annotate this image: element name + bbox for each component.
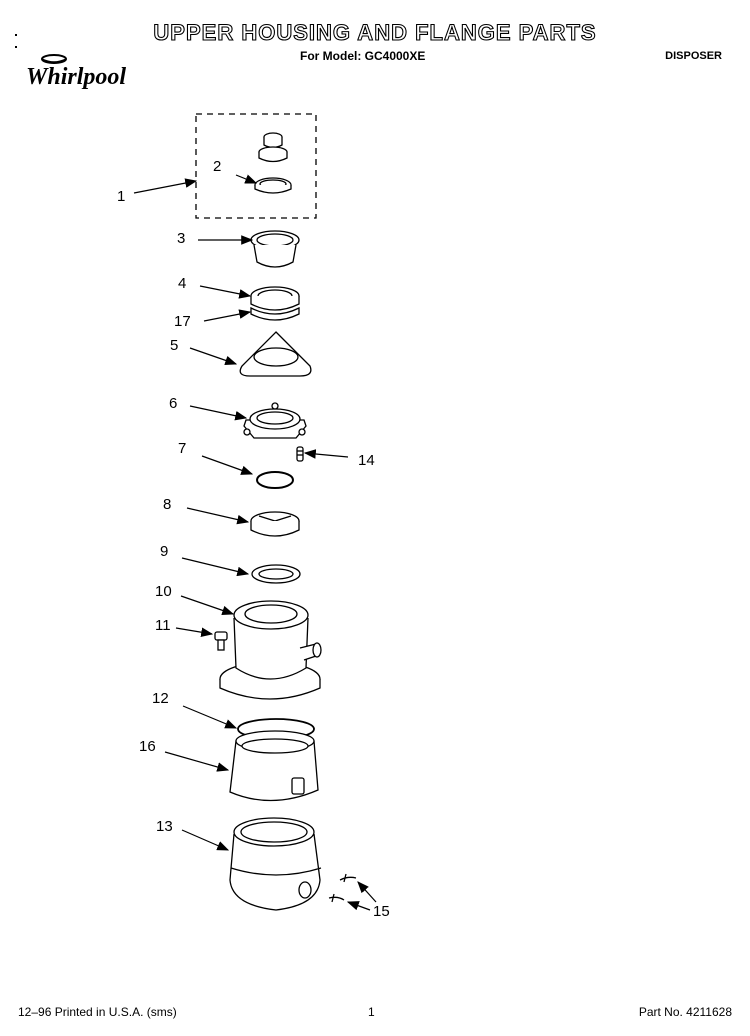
part-9-ring <box>251 564 301 584</box>
callout-4: 4 <box>178 275 187 292</box>
part-14-screw <box>296 446 304 462</box>
category-label: DISPOSER <box>665 50 722 62</box>
logo-wordmark: Whirlpool <box>26 64 126 90</box>
leader-16 <box>164 751 230 772</box>
callout-6: 6 <box>169 395 178 412</box>
leader-4 <box>199 285 252 299</box>
part-6-mounting-ring <box>243 402 307 439</box>
part-3-flange <box>250 230 300 268</box>
callout-16: 16 <box>139 738 156 755</box>
leader-1 <box>133 178 198 194</box>
callout-11: 11 <box>155 617 171 634</box>
part-15-clips <box>328 873 357 903</box>
leader-11 <box>175 627 214 637</box>
leader-13 <box>181 829 230 851</box>
leader-12 <box>182 705 238 729</box>
part-5-mounting-plate <box>239 331 312 377</box>
binding-ticks <box>15 34 17 48</box>
callout-13: 13 <box>156 818 173 835</box>
callout-17: 17 <box>174 313 191 330</box>
leader-5 <box>189 347 238 365</box>
leader-7 <box>201 455 254 475</box>
part-10-upper-housing <box>219 600 322 700</box>
whirlpool-logo-icon: Whirlpool <box>26 54 126 90</box>
footer-print-info: 12–96 Printed in U.S.A. (sms) <box>18 1005 177 1019</box>
model-line: For Model: GC4000XE <box>300 49 426 63</box>
leader-9 <box>181 557 250 577</box>
callout-7: 7 <box>178 440 187 457</box>
callout-1: 1 <box>117 188 126 205</box>
callout-12: 12 <box>152 690 169 707</box>
callout-14: 14 <box>358 452 375 469</box>
leader-2 <box>235 174 258 184</box>
leader-6 <box>189 405 248 421</box>
part-16-skirt <box>229 730 319 802</box>
leader-10 <box>180 595 235 616</box>
callout-8: 8 <box>163 496 172 513</box>
callout-3: 3 <box>177 230 186 247</box>
stopper-part <box>258 132 288 163</box>
part-4-ring <box>250 286 300 311</box>
leader-8 <box>186 507 250 525</box>
callout-9: 9 <box>160 543 169 560</box>
part-7-snap-ring <box>256 471 294 489</box>
part-17-gasket <box>250 306 300 321</box>
footer-page-number: 1 <box>368 1005 375 1019</box>
leader-15a <box>357 881 377 903</box>
leader-17 <box>203 309 252 322</box>
page-title: UPPER HOUSING AND FLANGE PARTS <box>153 19 597 45</box>
assembly-1-outline <box>195 113 317 219</box>
part-8-baffle <box>250 511 300 537</box>
callout-2: 2 <box>213 158 222 175</box>
callout-15: 15 <box>373 903 390 920</box>
whirlpool-logo: Whirlpool <box>24 52 164 92</box>
callout-10: 10 <box>155 583 172 600</box>
footer-part-number: Part No. 4211628 <box>638 1005 732 1019</box>
part-2-gasket <box>254 177 292 194</box>
leader-14 <box>303 449 349 459</box>
part-11-bolt <box>214 631 228 651</box>
part-13-lower-housing <box>229 817 322 911</box>
leader-15b <box>346 901 371 911</box>
callout-5: 5 <box>170 337 179 354</box>
